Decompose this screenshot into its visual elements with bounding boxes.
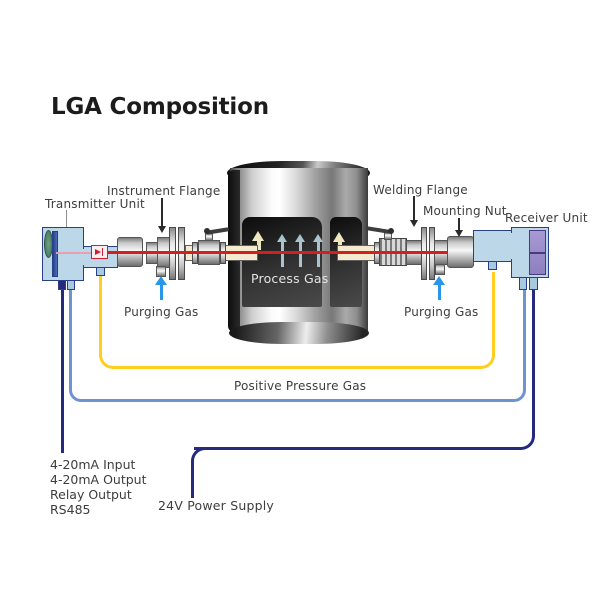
transmitter-unit-label: Transmitter Unit: [45, 197, 145, 211]
ball-valve-left-knob: [204, 228, 210, 234]
welding-flange-arrow: [413, 196, 415, 221]
mounting-nut-arrowhead-icon: [454, 230, 463, 237]
gas-flow-arrow-stem: [257, 240, 261, 250]
process-gas-label: Process Gas: [251, 271, 329, 286]
gas-flow-arrow-icon: [295, 234, 305, 242]
gas-flow-arrow-stem: [281, 241, 284, 267]
receiver-unit-label: Receiver Unit: [505, 211, 588, 225]
instrument-flange-label: Instrument Flange: [107, 184, 221, 198]
purge-arrow-left-stem: [159, 285, 163, 300]
purge-arrow-right-stem: [437, 285, 441, 300]
positive-pressure-line: [99, 272, 495, 369]
io-label-line: 4-20mA Output: [50, 472, 147, 487]
gas-flow-arrow-icon: [277, 234, 287, 242]
positive-pressure-gas-label: Positive Pressure Gas: [234, 379, 367, 393]
purging-gas-left-label: Purging Gas: [124, 305, 199, 319]
gas-flow-arrow-icon: [333, 232, 345, 242]
purge-arrow-left-icon: [155, 276, 167, 285]
power-wire-drop: [191, 447, 205, 498]
transmitter-pressure-port: [96, 267, 105, 276]
io-label-block: 4-20mA Input 4-20mA Output Relay Output …: [50, 457, 147, 517]
stack-bottom-rim: [229, 322, 369, 344]
io-label-line: RS485: [50, 502, 91, 517]
io-label-line: 4-20mA Input: [50, 457, 136, 472]
transmitter-pointer-line: [65, 210, 67, 228]
gas-flow-arrow-icon: [252, 231, 264, 241]
receiver-arm: [473, 230, 515, 262]
diode-bar-icon: [101, 248, 104, 256]
welding-flange-label: Welding Flange: [373, 183, 468, 197]
instrument-flange-arrow: [161, 198, 163, 227]
power-wire-horizontal: [194, 290, 535, 450]
io-label-line: Relay Output: [50, 487, 132, 502]
mounting-nut: [447, 236, 474, 268]
receiver-cable-port: [519, 277, 527, 290]
gas-flow-arrow-stem: [317, 241, 320, 267]
transmitter-cable-port: [58, 280, 66, 290]
instrument-flange-arrowhead-icon: [157, 226, 166, 233]
purge-arrow-right-icon: [433, 276, 445, 285]
process-window-right: [330, 217, 362, 307]
gas-flow-arrow-stem: [299, 241, 302, 267]
receiver-seam-patch: [510, 233, 514, 259]
gas-flow-arrow-icon: [313, 234, 323, 242]
power-supply-label: 24V Power Supply: [158, 498, 274, 513]
receiver-cable-port: [529, 277, 538, 290]
interconnect-wire: [69, 289, 526, 402]
ball-valve-right-lever-icon: [365, 226, 391, 234]
transmitter-seam-patch: [81, 249, 85, 265]
receiver-panel-divider: [530, 252, 545, 254]
purge-port-right: [435, 264, 445, 275]
signal-wire: [61, 289, 64, 453]
transmitter-cable-port: [67, 280, 75, 290]
laser-beam: [92, 251, 448, 254]
mounting-nut-arrow: [458, 218, 460, 231]
laser-beam-weak: [56, 251, 92, 254]
purging-gas-right-label: Purging Gas: [404, 305, 479, 319]
receiver-pressure-port: [488, 261, 497, 270]
welding-flange-arrowhead-icon: [409, 220, 418, 227]
detector-array: [52, 231, 58, 277]
diode-triangle-icon: [95, 248, 101, 255]
ball-valve-right-knob: [388, 227, 394, 234]
mounting-nut-label: Mounting Nut: [423, 204, 507, 218]
page-title: LGA Composition: [51, 94, 269, 120]
